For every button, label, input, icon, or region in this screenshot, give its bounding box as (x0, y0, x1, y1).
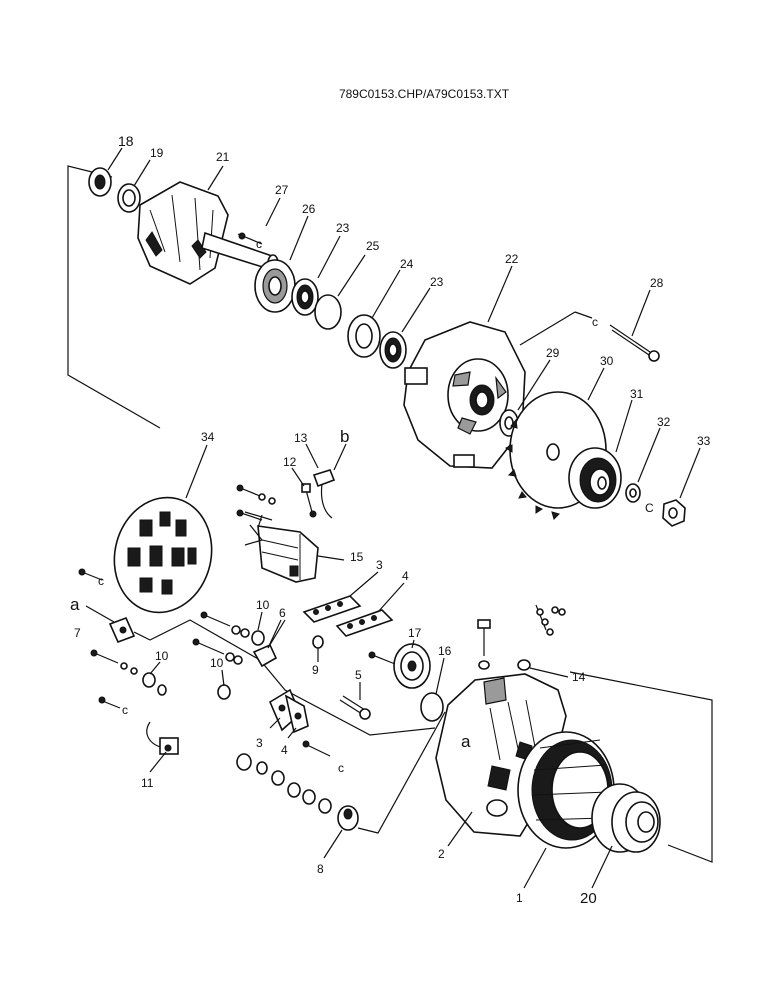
part-4-insulator-b (284, 694, 309, 734)
part-15-mounting-screws (236, 484, 276, 521)
callout-1: 1 (516, 891, 523, 905)
connection-letter-b: b (340, 427, 349, 446)
svg-text:c: c (98, 574, 104, 588)
callout-9: 9 (312, 663, 319, 677)
svg-text:c: c (256, 237, 262, 251)
part-34-rear-cover (113, 496, 213, 614)
part-32-washer (625, 483, 641, 503)
part-17-bearing-cover (393, 643, 431, 689)
callout-3a: 3 (376, 558, 383, 572)
part-31-pulley (568, 447, 622, 509)
callout-10c: 10 (210, 656, 224, 670)
callout-32: 32 (657, 415, 671, 429)
part-11-terminal-lead: c (98, 696, 179, 755)
callout-25: 25 (366, 239, 380, 253)
part-5-bolt (339, 695, 371, 720)
part-12-screw (301, 483, 317, 518)
callout-22: 22 (505, 252, 519, 266)
part-19-washer (117, 183, 141, 213)
callout-10b: 10 (155, 649, 169, 663)
callout-18: 18 (118, 133, 134, 149)
callout-14: 14 (572, 670, 586, 684)
callout-15: 15 (350, 550, 364, 564)
part-8-cap (337, 711, 446, 834)
part-4-insulator-a (335, 609, 394, 637)
part-20-pulley (591, 783, 661, 853)
callout-24: 24 (400, 257, 414, 271)
callout-labels: 18 19 21 27 26 23 25 24 23 22 28 29 30 3… (74, 133, 711, 907)
group-bracket-upper (67, 165, 161, 429)
part-15-regulator (244, 511, 319, 583)
callout-30: 30 (600, 354, 614, 368)
group-bracket-lower (569, 671, 713, 863)
part-10-screw-row-c (90, 649, 167, 696)
leader-lines (107, 147, 701, 889)
part-washer-nut-row (236, 753, 332, 814)
part-24-bearing (347, 314, 381, 358)
callout-26: 26 (302, 202, 316, 216)
part-21-rotor (137, 181, 279, 285)
part-14-screws (477, 604, 566, 671)
svg-text:c: c (338, 761, 344, 775)
callout-23a: 23 (336, 221, 350, 235)
part-10-screw-row-b (192, 638, 243, 665)
part-18-bearing (88, 167, 112, 197)
callout-23b: 23 (430, 275, 444, 289)
part-27-screw: c (237, 232, 263, 251)
callout-13: 13 (294, 431, 308, 445)
part-26-bearing-retainer (254, 259, 296, 313)
callout-29: 29 (546, 346, 560, 360)
callout-5: 5 (355, 668, 362, 682)
drawing-file-title: 789C0153.CHP/A79C0153.TXT (339, 87, 510, 101)
callout-33: 33 (697, 434, 711, 448)
part-10-washer-c (217, 684, 231, 700)
part-23-ball-bearing-a (291, 278, 319, 316)
part-22-front-frame (403, 321, 526, 469)
part-34-cover-screw: c (78, 568, 104, 588)
connection-letter-a: a (70, 595, 80, 614)
part-25-o-ring (314, 294, 342, 330)
callout-3b: 3 (256, 736, 263, 750)
part-23-ball-bearing-b (379, 331, 407, 369)
callout-12: 12 (283, 455, 297, 469)
callout-2: 2 (438, 847, 445, 861)
callout-27: 27 (275, 183, 289, 197)
part-17-screw (368, 651, 396, 665)
callout-8: 8 (317, 862, 324, 876)
part-7-terminal-plate (85, 605, 136, 644)
callout-34: 34 (201, 430, 215, 444)
part-9-nut (312, 635, 324, 649)
part-13-clip (312, 469, 336, 519)
callout-4b: 4 (281, 743, 288, 757)
callout-6: 6 (279, 606, 286, 620)
part-28-through-bolt: c (519, 311, 660, 362)
callout-20: 20 (580, 890, 597, 907)
svg-text:c: c (122, 703, 128, 717)
part-frame-bolt: c (302, 740, 344, 775)
part-3-insulator-a (302, 595, 362, 623)
callout-11: 11 (141, 776, 154, 790)
part-10-screw-row-a (200, 611, 265, 646)
callout-19: 19 (150, 146, 164, 160)
callout-16: 16 (438, 644, 452, 658)
callout-28: 28 (650, 276, 664, 290)
callout-7: 7 (74, 626, 81, 640)
callout-17: 17 (408, 626, 422, 640)
callout-4a: 4 (402, 569, 409, 583)
part-6-terminal-bracket (252, 619, 286, 668)
part-33-nut (662, 499, 686, 527)
svg-text:c: c (592, 315, 598, 329)
part-16-o-ring (420, 692, 444, 722)
callout-21: 21 (216, 150, 230, 164)
part-32-lock-washer-symbol: C (645, 501, 654, 515)
connection-letter-a-frame: a (461, 732, 471, 751)
callout-31: 31 (630, 387, 644, 401)
callout-10a: 10 (256, 598, 270, 612)
